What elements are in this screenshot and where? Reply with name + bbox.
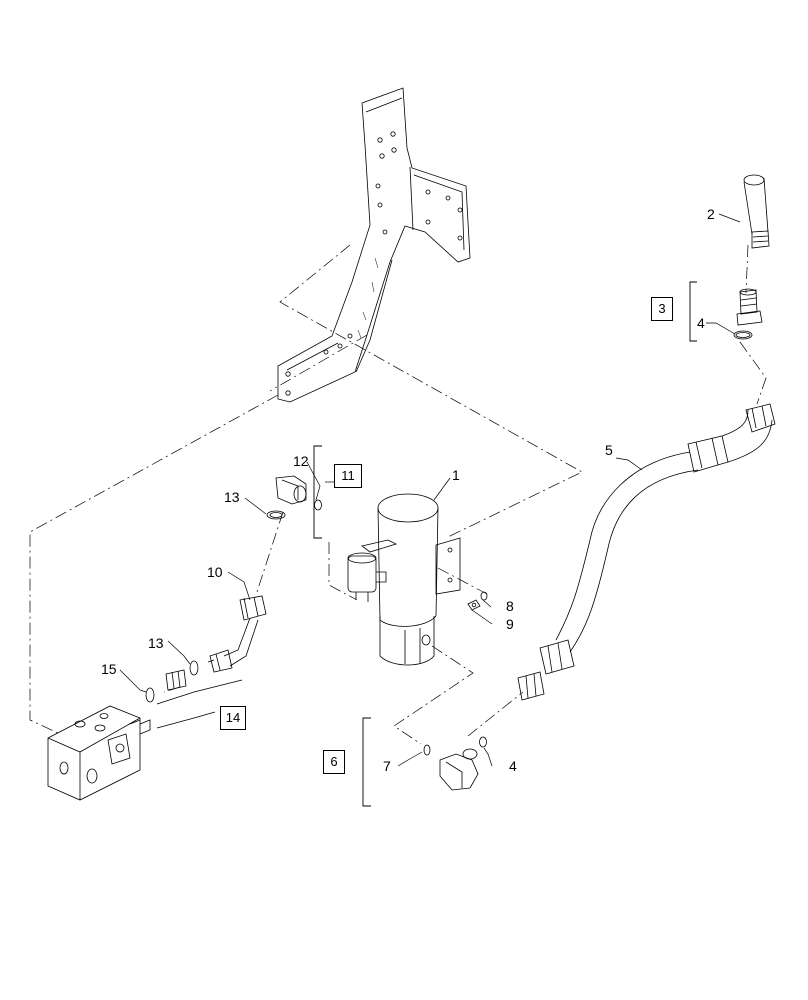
callout-2: 2 bbox=[707, 206, 715, 222]
tube bbox=[209, 595, 267, 673]
callout-9: 9 bbox=[506, 616, 514, 632]
elbow-fitting-upper bbox=[266, 475, 322, 520]
valve-block bbox=[47, 705, 151, 801]
accumulator bbox=[347, 493, 461, 666]
callout-6-box: 6 bbox=[323, 750, 345, 774]
group-brackets bbox=[156, 281, 697, 807]
phantom-lines bbox=[29, 244, 767, 745]
callout-13-upper: 13 bbox=[224, 489, 240, 505]
callout-13-lower: 13 bbox=[148, 635, 164, 651]
callout-14-box: 14 bbox=[220, 706, 246, 730]
callout-5: 5 bbox=[605, 442, 613, 458]
callout-7: 7 bbox=[383, 758, 391, 774]
callout-15: 15 bbox=[101, 661, 117, 677]
callout-1: 1 bbox=[452, 467, 460, 483]
callout-12: 12 bbox=[293, 453, 309, 469]
callout-4-lower: 4 bbox=[509, 758, 517, 774]
adapter-fittings bbox=[145, 660, 199, 703]
leader-lines bbox=[119, 213, 741, 767]
elbow-fitting-lower bbox=[423, 736, 487, 791]
callout-11-box: 11 bbox=[334, 464, 362, 488]
callout-3-box: 3 bbox=[651, 297, 673, 321]
mounting-bracket bbox=[277, 87, 471, 403]
washer-nut bbox=[467, 591, 488, 611]
protective-cap bbox=[743, 174, 770, 249]
callout-10: 10 bbox=[207, 564, 223, 580]
callout-4-upper: 4 bbox=[697, 315, 705, 331]
diagnostic-fitting bbox=[733, 288, 763, 340]
callout-8: 8 bbox=[506, 598, 514, 614]
hose-assembly bbox=[517, 403, 776, 701]
